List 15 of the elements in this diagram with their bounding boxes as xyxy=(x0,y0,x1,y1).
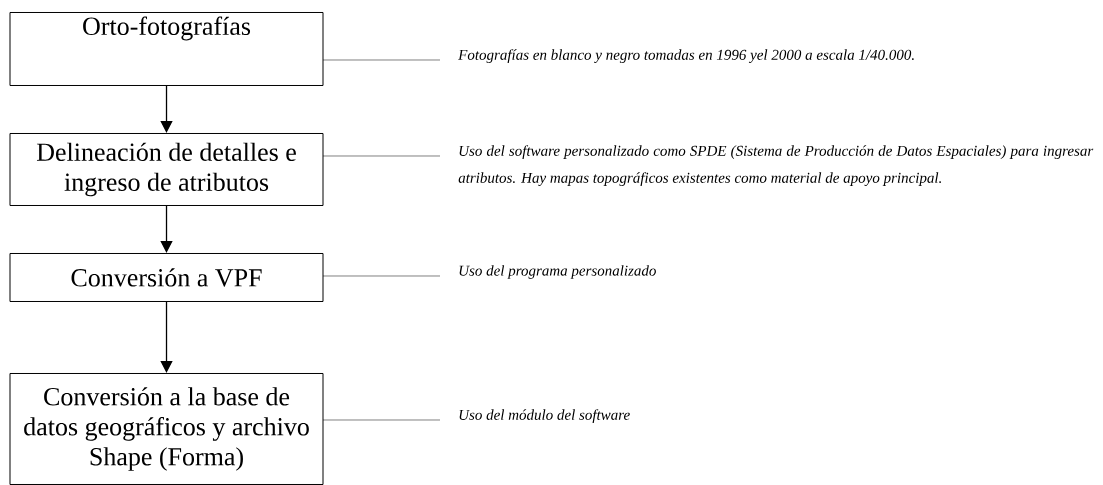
process-box: Conversión a la base de datos geográficos y archivo Shape (Forma) xyxy=(9,373,324,485)
arrow xyxy=(160,205,173,253)
arrow xyxy=(160,85,173,133)
process-box: Orto-fotografías xyxy=(9,12,324,86)
arrow xyxy=(160,301,173,373)
process-box: Conversión a VPF xyxy=(9,253,324,302)
process-box: Delineación de detalles e ingreso de atributos xyxy=(9,133,324,206)
leader-line xyxy=(323,59,441,61)
note-text: Uso del software personalizado como SPDE (Sistema de Producción de Datos Espaciales) para ingresar atributos. Hay mapas topográficos existentes como material de apoyo principal. xyxy=(458,145,1094,186)
note-text: Fotografías en blanco y negro tomadas en 1996 yel 2000 a escala 1/40.000. xyxy=(458,49,914,63)
note-text: Uso del módulo del software xyxy=(459,409,630,423)
note-text: Uso del programa personalizado xyxy=(459,265,656,279)
leader-line xyxy=(323,275,441,277)
leader-line xyxy=(323,419,441,421)
leader-line xyxy=(323,155,441,157)
